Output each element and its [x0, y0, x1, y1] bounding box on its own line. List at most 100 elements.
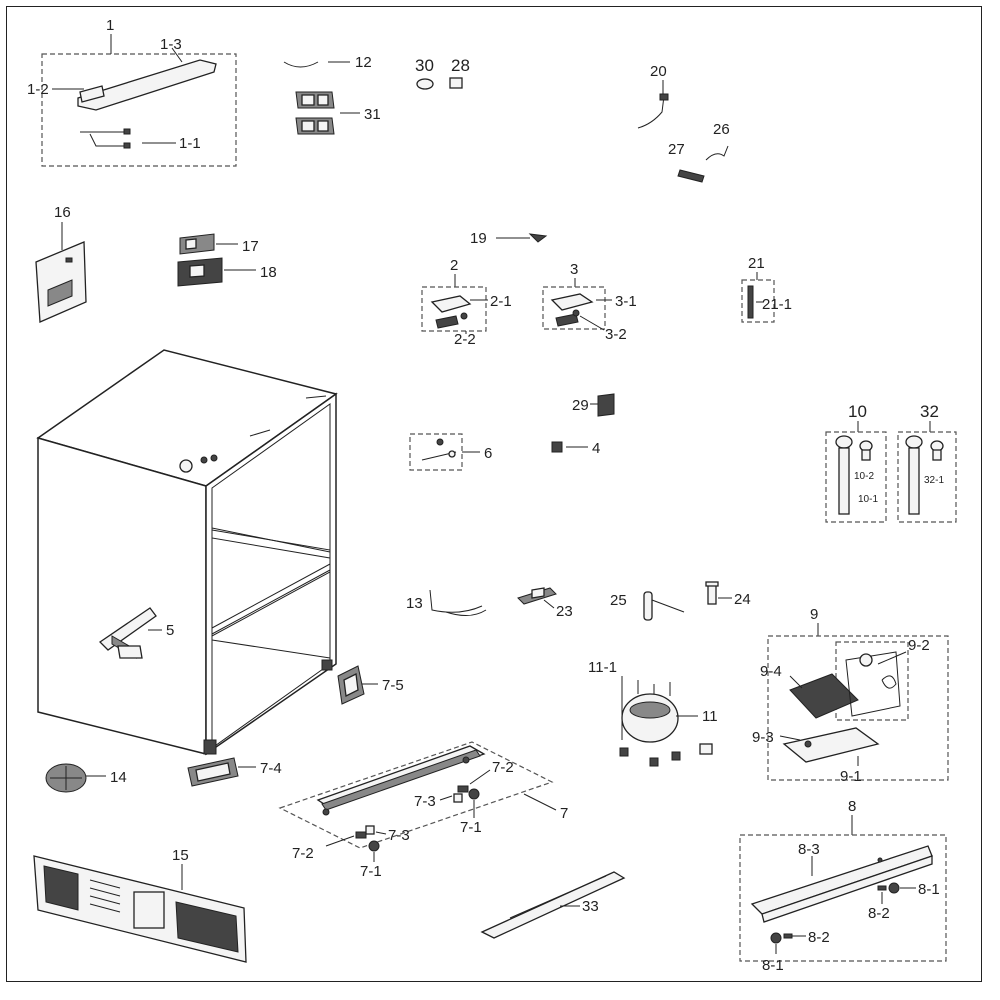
part-1-3-bracket [77, 59, 217, 111]
callout-31: 31 [364, 106, 381, 123]
callout-17: 17 [242, 238, 259, 255]
callout-11: 11 [702, 708, 718, 725]
callout-29: 29 [572, 397, 589, 414]
callout-8-1b: 8-1 [762, 957, 784, 974]
callout-11-1: 11-1 [588, 659, 617, 676]
callout-3-2: 3-2 [605, 326, 627, 343]
part-1-1-harness [80, 131, 124, 147]
part-group-3: 3 3-1 3-2 [542, 261, 637, 343]
callout-5: 5 [166, 622, 174, 639]
callout-9-2: 9-2 [908, 637, 930, 654]
part-24: 24 [705, 581, 751, 608]
callout-2-1: 2-1 [490, 293, 512, 310]
callout-13: 13 [406, 595, 423, 612]
part-group-9: 9 9-2 9-4 9-3 9-1 [752, 606, 949, 785]
callout-8-3: 8-3 [798, 841, 820, 858]
callout-1-1: 1-1 [179, 135, 201, 152]
part-group-1: 1 1-3 1-2 1-1 [27, 17, 237, 167]
part-group-8: 8 8-3 8-1 8-2 8-2 8-1 [739, 798, 947, 974]
callout-27: 27 [668, 141, 685, 158]
part-30: 30 [415, 56, 434, 90]
callout-1-2: 1-2 [27, 81, 49, 98]
callout-20: 20 [650, 63, 667, 80]
callout-7-2b: 7-2 [292, 845, 314, 862]
callout-21-1: 21-1 [762, 296, 792, 313]
callout-2: 2 [450, 257, 458, 274]
part-group-7: 7 7-2 7-3 7-1 7-3 7-2 7-1 [278, 741, 568, 880]
callout-9-3: 9-3 [752, 729, 774, 746]
callout-9-1: 9-1 [840, 768, 862, 785]
callout-8-2a: 8-2 [868, 905, 890, 922]
callout-30: 30 [415, 56, 434, 75]
callout-18: 18 [260, 264, 277, 281]
part-14-cap: 14 [45, 763, 127, 793]
part-group-6: 6 [409, 433, 492, 471]
part-20-sensor: 20 [637, 63, 669, 129]
part-4: 4 [551, 440, 600, 457]
callout-8: 8 [848, 798, 856, 815]
part-16-cover: 16 [35, 204, 87, 323]
part-19: 19 [470, 230, 548, 247]
part-17-panel: 17 [179, 233, 259, 255]
callout-9: 9 [810, 606, 818, 623]
callout-10: 10 [848, 402, 867, 421]
callout-24: 24 [734, 591, 751, 608]
callout-16: 16 [54, 204, 71, 221]
part-31-hinges: 31 [295, 91, 381, 135]
callout-1-3: 1-3 [160, 36, 182, 53]
callout-8-1a: 8-1 [918, 881, 940, 898]
part-18-panel: 18 [177, 257, 277, 287]
callout-7-4: 7-4 [260, 760, 282, 777]
part-group-32: 32 32-1 [897, 402, 957, 523]
callout-25: 25 [610, 592, 627, 609]
callout-3: 3 [570, 261, 578, 278]
part-27: 27 [668, 141, 705, 183]
callout-8-2b: 8-2 [808, 929, 830, 946]
part-28: 28 [449, 56, 470, 89]
callout-7-1a: 7-1 [460, 819, 482, 836]
callout-32: 32 [920, 402, 939, 421]
callout-33: 33 [582, 898, 599, 915]
part-12: 12 [283, 54, 372, 71]
part-29: 29 [572, 393, 615, 417]
callout-7-3a: 7-3 [414, 793, 436, 810]
callout-7: 7 [560, 805, 568, 822]
callout-14: 14 [110, 769, 127, 786]
callout-10-2: 10-2 [854, 471, 874, 482]
callout-7-3b: 7-3 [388, 827, 410, 844]
part-group-10: 10 10-2 10-1 [825, 402, 887, 523]
part-15-grille: 15 [33, 847, 247, 963]
callout-19: 19 [470, 230, 487, 247]
part-33-rail: 33 [480, 871, 626, 939]
part-23: 23 [517, 587, 573, 620]
part-26: 26 [705, 121, 730, 161]
part-5-hinge: 5 [98, 607, 174, 659]
callout-7-5: 7-5 [382, 677, 404, 694]
part-7-5: 7-5 [337, 665, 404, 705]
part-group-2: 2 2-1 2-2 [421, 257, 512, 348]
callout-6: 6 [484, 445, 492, 462]
callout-23: 23 [556, 603, 573, 620]
diagram-frame [6, 6, 982, 982]
part-group-21: 21 21-1 [741, 255, 792, 323]
callout-9-4: 9-4 [760, 663, 782, 680]
callout-3-1: 3-1 [615, 293, 637, 310]
callout-2-2: 2-2 [454, 331, 476, 348]
part-13-tube: 13 [406, 589, 487, 616]
callout-4: 4 [592, 440, 600, 457]
refrigerator-cabinet [36, 349, 338, 756]
part-7-4: 7-4 [187, 757, 282, 787]
callout-12: 12 [355, 54, 372, 71]
callout-26: 26 [713, 121, 730, 138]
part-25-filter: 25 [610, 591, 685, 621]
callout-28: 28 [451, 56, 470, 75]
callout-32-1: 32-1 [924, 475, 944, 486]
callout-7-1b: 7-1 [360, 863, 382, 880]
callout-10-1: 10-1 [858, 494, 878, 505]
part-group-11-compressor: 11-1 11 [588, 659, 718, 767]
callout-15: 15 [172, 847, 189, 864]
callout-1: 1 [106, 17, 114, 34]
callout-21: 21 [748, 255, 765, 272]
callout-7-2a: 7-2 [492, 759, 514, 776]
